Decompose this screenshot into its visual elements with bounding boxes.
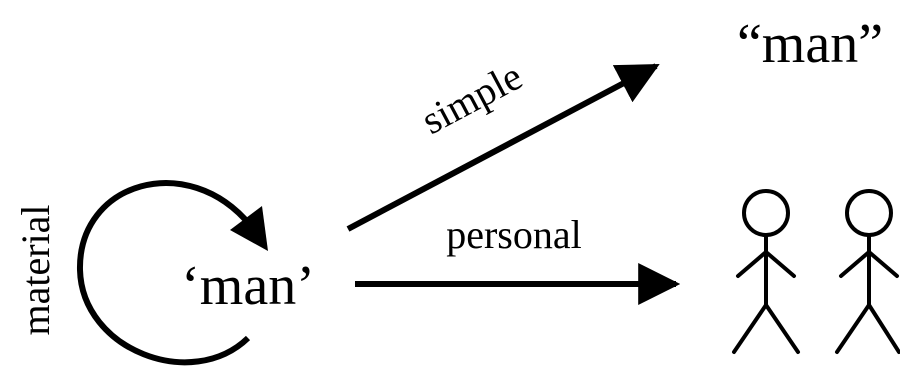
center-term-label: ‘man’ xyxy=(181,255,315,317)
material-loop-arrow xyxy=(76,180,253,366)
simple-label: simple xyxy=(414,53,529,143)
material-label: material xyxy=(13,204,58,335)
stick-figure-icon xyxy=(835,189,900,354)
personal-label: personal xyxy=(446,212,582,257)
simple-arrow xyxy=(346,63,660,232)
material-loop-arrowhead xyxy=(230,206,268,251)
stick-figure-icon xyxy=(732,189,800,354)
word-term-label: “man” xyxy=(737,13,883,75)
